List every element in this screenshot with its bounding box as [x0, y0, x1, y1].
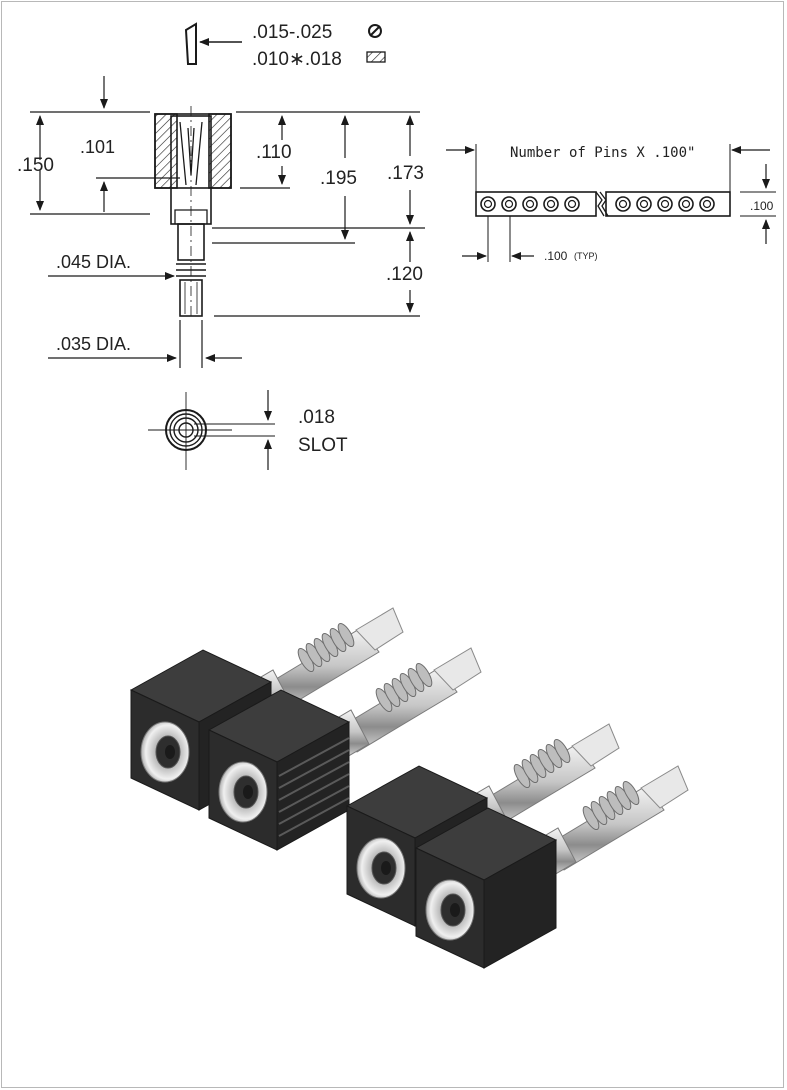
- housing-block: [207, 689, 351, 851]
- pin-shaft: [533, 765, 689, 877]
- product-rendering: [129, 607, 689, 969]
- strip-holes: [480, 196, 715, 212]
- pitch-note: (TYP): [574, 251, 598, 261]
- pin-hole: [636, 196, 652, 212]
- strip-title: Number of Pins X .100": [510, 145, 695, 161]
- blade-contact-icon: [184, 22, 197, 65]
- pin-hole: [522, 196, 538, 212]
- dim-035-dia-label: .035 DIA.: [56, 334, 131, 354]
- dim-101-label: .101: [80, 137, 115, 157]
- pin-hole: [678, 196, 694, 212]
- dim-150-label: .150: [17, 155, 54, 176]
- hatched-rectangle-icon: [366, 51, 386, 63]
- end-view: [148, 390, 275, 470]
- socket-bore: [425, 879, 475, 941]
- pin-hole: [501, 196, 517, 212]
- connector-pin: [207, 647, 482, 851]
- socket-bore: [140, 721, 190, 783]
- pin-hole: [699, 196, 715, 212]
- pin-hole: [480, 196, 496, 212]
- tolerance-flat-text: .010∗.018: [252, 49, 342, 70]
- pin-hole: [564, 196, 580, 212]
- pin-hole: [615, 196, 631, 212]
- slot-dimension-label: .018: [298, 407, 335, 428]
- circle-slash-icon: [368, 24, 382, 38]
- dim-110-label: .110: [256, 142, 292, 163]
- housing-block: [414, 807, 558, 969]
- dim-173-label: .173: [387, 163, 424, 184]
- tolerance-round-text: .015-.025: [252, 22, 332, 43]
- tolerance-legend: .015-.025 .010∗.018: [184, 22, 386, 70]
- dim-045-dia-label: .045 DIA.: [56, 252, 131, 272]
- socket-bore: [356, 837, 406, 899]
- dim-120-label: .120: [386, 264, 423, 285]
- side-view-dimensions: [30, 76, 425, 368]
- socket-bore: [218, 761, 268, 823]
- pin-hole: [657, 196, 673, 212]
- side-section-view: [154, 106, 232, 320]
- pin-hole: [543, 196, 559, 212]
- strip-view: Number of Pins X .100" .100 .100 (TYP): [446, 144, 776, 263]
- pitch-label: .100: [544, 249, 568, 263]
- slot-label: SLOT: [298, 435, 348, 456]
- strip-height-label: .100: [750, 199, 774, 213]
- dim-195-label: .195: [320, 168, 357, 189]
- connector-pin: [414, 765, 689, 969]
